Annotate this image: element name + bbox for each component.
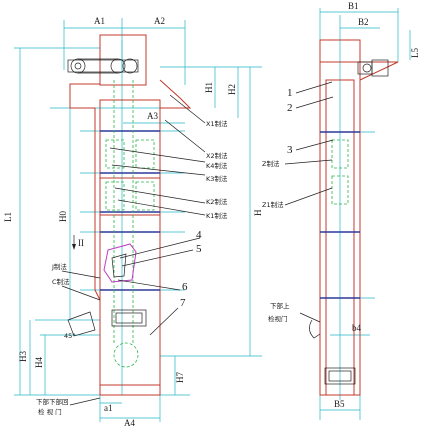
dim-h2: H2 [227,84,237,95]
drive-platform [67,59,139,73]
leader-k [164,119,206,153]
part-number-7: 7 [180,297,186,309]
dim-h: H [253,209,263,216]
bucket-window [105,181,125,211]
part-number-6: 6 [182,281,188,293]
part-number-2: 2 [287,102,293,114]
leader-1 [295,81,333,94]
part-number-1: 1 [287,87,293,99]
leader-k [109,147,206,163]
door-label-line1: 下部下部回 [36,397,69,406]
bucket-window [135,139,155,169]
boot-hopper [103,243,137,283]
dim-b2: B2 [358,17,369,27]
dim-b1: B1 [348,1,359,11]
flange-label-k2: K2制法 [206,197,228,206]
flange-label-z1: Z1制法 [262,200,284,209]
leader-4 [119,237,201,259]
bucket-window [135,181,155,211]
leader-3 [295,139,334,151]
dim-h4: H4 [34,357,44,368]
tail-pulley-icon [113,342,139,368]
flange-label-c: C制法 [52,277,70,286]
leader-6 [117,279,181,291]
dim-h3: H3 [18,351,28,362]
inspection-door-side [324,367,356,385]
leader-2 [295,96,334,109]
head-pulley-icon [122,58,138,74]
dim-a3: A3 [147,111,158,121]
inspection-door-inner [115,312,143,324]
flange-label-k4: K4制法 [206,161,228,170]
dim-l1: L1 [3,212,13,222]
side-casing-inner [325,79,355,396]
leader-x [169,94,206,124]
dim-h0: H0 [58,211,68,222]
casing-body [99,99,161,396]
dim-h1: H1 [204,82,214,93]
leader-z [284,159,333,165]
dim-b5: B5 [334,399,345,409]
casing-right [159,79,192,395]
leader-k [111,164,206,176]
flange-label-x1: X1制法 [206,119,228,128]
side-view: B1 B2 L5 b4 B5 1 2 3 Z制法 Z1制法 下部上 检视门 [262,1,420,420]
flange-label-x2: X2制法 [206,151,228,160]
leader-k [117,199,206,216]
dim-a2: A2 [154,16,165,26]
motor-pulley-icon [70,58,86,74]
dim-l5: L5 [410,48,420,58]
dim-a1: A1 [94,16,105,26]
leader-c [61,285,101,301]
dim-a1-lower: a1 [104,403,113,413]
section-arrow-head-icon [72,244,76,250]
boot-inner [111,253,127,278]
flange-label-k1: K1制法 [206,211,228,220]
leader-7 [149,307,179,336]
motor-hub-icon [74,62,82,70]
motor-shaft-icon [362,63,372,73]
door-label-line2: 检 视 门 [38,407,62,416]
flange-label-k3: K3制法 [206,174,228,183]
leader-5 [121,249,194,267]
bucket-window [105,139,125,169]
part-number-4: 4 [196,229,202,241]
dim-b4: b4 [352,323,362,333]
gearbox-icon [371,59,389,77]
part-number-5: 5 [196,243,202,255]
side-window [331,139,349,169]
section-mark: II [78,238,84,248]
leader-door-side [299,312,321,323]
side-door-label-line2: 检视门 [268,314,288,323]
inspection-door-front [111,309,147,327]
dim-h7: H7 [175,372,185,383]
flange-label-j: J制法 [51,262,67,271]
inspection-door-side-inner [328,370,352,382]
leader-k [114,187,206,204]
leader-j [61,270,101,279]
side-inlet-icon [309,319,321,339]
part-number-3: 3 [287,144,293,156]
leader-z1 [284,187,333,206]
front-view: A1 A2 A3 A4 a1 L1 H0 H1 H2 H3 H4 H7 H X1… [3,16,263,428]
side-window [331,175,349,205]
leader-door [69,397,101,406]
angle-label: 45° [64,332,76,340]
drive-base-brace [359,61,399,81]
dim-a4: A4 [124,418,135,428]
flange-label-z: Z制法 [262,159,280,168]
side-door-label-line1: 下部上 [270,301,290,310]
inlet-chute [67,311,96,337]
